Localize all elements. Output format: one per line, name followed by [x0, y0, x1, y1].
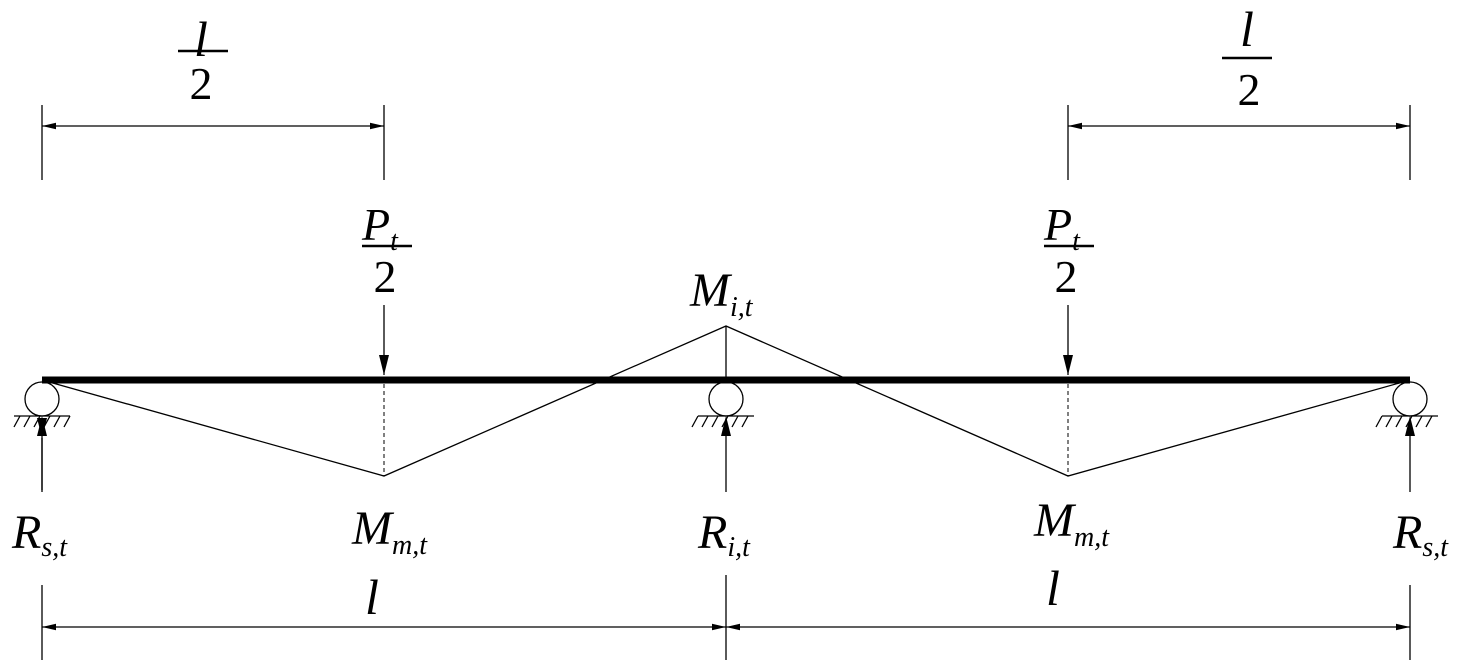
- load-right: Pt 2: [1043, 199, 1094, 375]
- load-denominator: 2: [374, 251, 397, 302]
- span-label: l: [365, 569, 379, 625]
- roller: [708, 381, 744, 417]
- load-numerator: Pt: [1043, 199, 1081, 257]
- dimension-span-left: l: [41, 569, 726, 660]
- reaction-label-right: Rs,t: [1392, 506, 1449, 563]
- ground-hatch: [1375, 415, 1433, 428]
- reaction-arrow-head-right: [1405, 416, 1415, 436]
- dimension-span-right: l: [725, 560, 1411, 660]
- load-numerator: Pt: [361, 199, 399, 257]
- roller: [24, 381, 60, 417]
- reaction-arrow-head-left: [37, 416, 47, 436]
- support-roller-right: [1375, 381, 1438, 428]
- dimension-numerator: l: [1240, 1, 1254, 57]
- dimension-half-span-left: l 2: [41, 11, 385, 180]
- load-left: Pt 2: [361, 199, 412, 375]
- dimension-denominator: 2: [190, 58, 213, 109]
- ground-hatch: [691, 415, 749, 428]
- reaction-label-middle: Ri,t: [697, 506, 751, 563]
- reaction-label-left: Rs,t: [11, 506, 68, 563]
- support-roller-middle: [691, 381, 754, 428]
- moment-label-midspan-left: Mm,t: [351, 502, 428, 561]
- moment-label-midspan-right: Mm,t: [1033, 494, 1110, 553]
- reaction-arrows: [37, 416, 1415, 492]
- dimension-denominator: 2: [1238, 64, 1261, 115]
- reaction-arrow-head-middle: [721, 416, 731, 436]
- dimension-numerator: l: [194, 11, 208, 67]
- roller: [1392, 381, 1428, 417]
- dimension-half-span-right: l 2: [1067, 1, 1411, 180]
- moment-label-support: Mi,t: [689, 264, 754, 323]
- load-denominator: 2: [1055, 251, 1078, 302]
- span-label: l: [1046, 560, 1060, 616]
